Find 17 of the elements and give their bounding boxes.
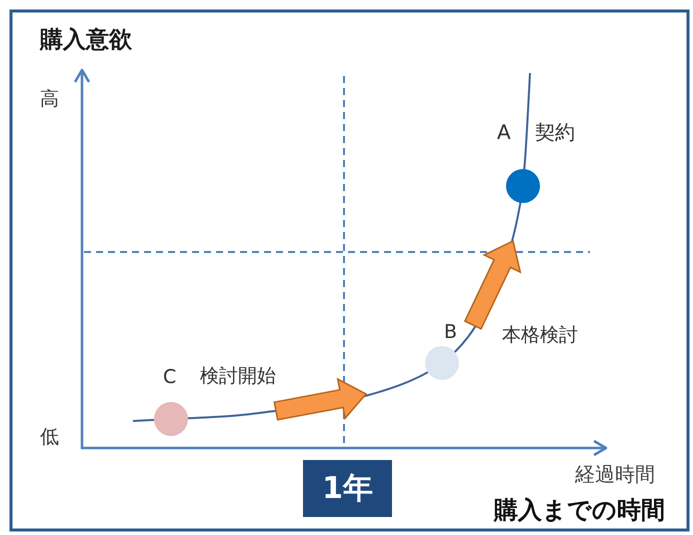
stage-dot bbox=[425, 346, 459, 380]
axis-tick-label: 低 bbox=[40, 427, 59, 449]
axis-label: 経過時間 bbox=[575, 463, 655, 486]
stage-dot bbox=[154, 402, 188, 436]
point-letter: B bbox=[444, 322, 458, 344]
block-arrow bbox=[464, 240, 522, 330]
stage-label: 契約 bbox=[535, 121, 575, 144]
stage-label: 本格検討 bbox=[502, 325, 578, 347]
year-marker: 1年 bbox=[303, 460, 392, 517]
point-letter: C bbox=[163, 367, 176, 389]
point-letter: A bbox=[497, 121, 511, 144]
axis-tick-label: 高 bbox=[40, 89, 59, 111]
stage-dot bbox=[506, 169, 540, 203]
axis-title: 購入までの時間 bbox=[494, 497, 665, 525]
axis-title: 購入意欲 bbox=[40, 27, 132, 54]
stage-label: 検討開始 bbox=[200, 366, 276, 388]
block-arrow bbox=[273, 378, 368, 421]
